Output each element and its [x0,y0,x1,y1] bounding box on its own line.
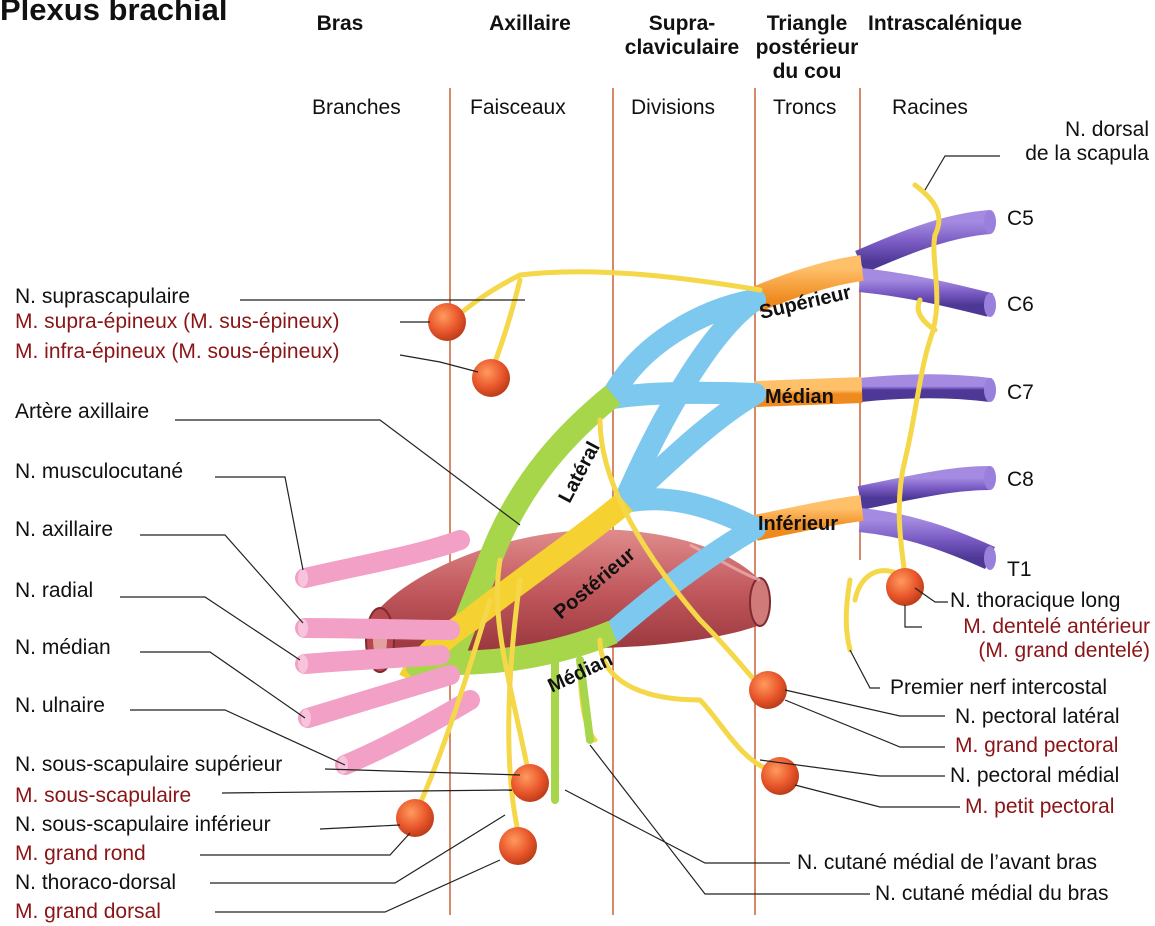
label-ulnar-nerve: N. ulnaire [15,694,105,718]
region-header-intrascalenique: Intrascalénique [868,12,1068,36]
region-header-supraclaviculaire: Supra- claviculaire [608,12,756,60]
root-label-c7: C7 [1007,381,1034,405]
label-median-nerve: N. médian [15,636,111,660]
region-header-bras: Bras [305,12,375,36]
column-header-racines: Racines [892,96,968,120]
region-header-triangle: Triangle postérieur du cou [752,12,862,84]
label-medial-cutaneous-arm: N. cutané médial du bras [875,882,1108,906]
label-serratus-anterior: M. dentelé antérieur (M. grand dentelé) [925,615,1150,663]
label-latissimus-dorsi: M. grand dorsal [15,900,161,924]
root-label-c6: C6 [1007,293,1034,317]
muscle-dot-subscapularis [511,764,549,802]
root-label-c8: C8 [1007,468,1034,492]
muscle-dot-infraspinatus [472,359,510,397]
label-subscapularis: M. sous-scapulaire [15,784,191,808]
label-infraspinatus: M. infra-épineux (M. sous-épineux) [15,340,339,364]
roots [860,222,990,558]
root-label-c5: C5 [1007,207,1034,231]
label-upper-subscapular: N. sous-scapulaire supérieur [15,753,282,777]
diagram-title: Plexus brachial [0,0,227,22]
label-axillary-nerve: N. axillaire [15,518,113,542]
column-header-faisceaux: Faisceaux [470,96,566,120]
region-header-axillaire: Axillaire [470,12,590,36]
label-supraspinatus: M. supra-épineux (M. sus-épineux) [15,310,339,334]
label-thoracodorsal: N. thoraco-dorsal [15,871,176,895]
label-medial-cutaneous-forearm: N. cutané médial de l’avant bras [797,851,1097,875]
trunk-label-inferior: Inférieur [758,513,838,535]
column-header-divisions: Divisions [631,96,715,120]
root-label-t1: T1 [1007,558,1032,582]
column-header-branches: Branches [312,96,401,120]
label-pectoralis-major: M. grand pectoral [955,734,1118,758]
label-musculocutaneous: N. musculocutané [15,460,183,484]
muscle-dot-serratus [886,568,924,606]
label-pectoralis-minor: M. petit pectoral [965,795,1114,819]
label-axillary-artery: Artère axillaire [15,400,149,424]
label-radial-nerve: N. radial [15,579,93,603]
label-dorsal-scapular: N. dorsal de la scapula [1003,118,1149,166]
label-medial-pectoral: N. pectoral médial [950,764,1119,788]
muscle-dot-latissimus [499,827,537,865]
label-lateral-pectoral: N. pectoral latéral [955,705,1120,729]
label-suprascapular-nerve: N. suprascapulaire [15,285,190,309]
label-teres-major: M. grand rond [15,842,146,866]
column-header-troncs: Troncs [773,96,836,120]
label-lower-subscapular: N. sous-scapulaire inférieur [15,813,271,837]
label-first-intercostal: Premier nerf intercostal [890,676,1107,700]
trunk-label-middle: Médian [765,386,834,408]
root-ends [984,210,996,570]
muscle-dot-pectoralis-major [749,671,787,709]
label-long-thoracic: N. thoracique long [950,589,1120,613]
muscle-dot-teres-major [396,799,434,837]
muscle-dot-supraspinatus [428,303,466,341]
